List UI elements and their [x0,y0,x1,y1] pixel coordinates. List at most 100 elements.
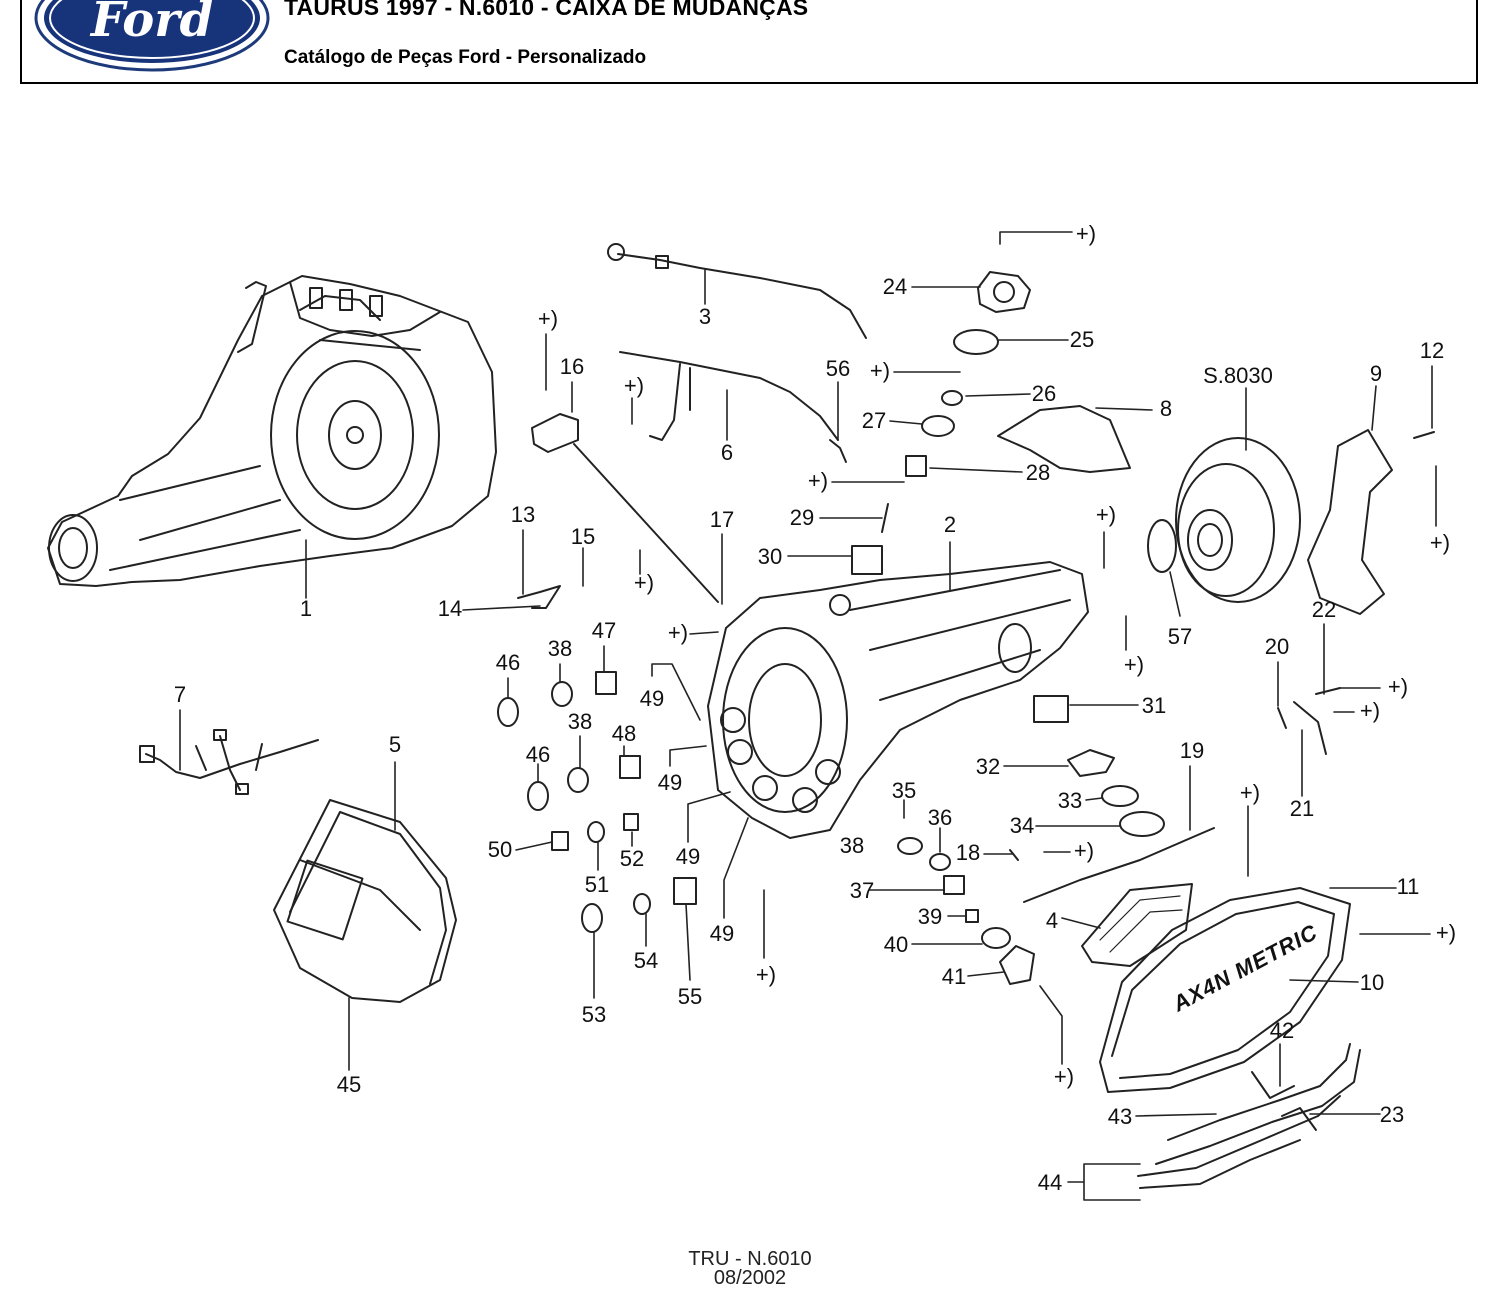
fastener-marker: +) [1074,838,1094,863]
callout-31: 31 [1142,693,1166,718]
part-29-pin [881,503,889,533]
callout-55: 55 [678,984,702,1009]
part-20-clip [1277,707,1287,729]
fastener-marker: +) [1240,780,1260,805]
part-21-lever [1293,701,1327,755]
callout-19: 19 [1180,738,1204,763]
part-24-cap [977,271,1031,313]
callout-10: 10 [1360,970,1384,995]
callout-11: 11 [1397,874,1420,899]
callout-30: 30 [758,544,782,569]
callout-48: 48 [612,721,636,746]
part-1-transmission-assembly [47,275,497,587]
callout-51: 51 [585,872,609,897]
part-51-ring [587,821,605,843]
part-9-shield [1307,429,1393,615]
part-47-spring [595,671,617,695]
leader-lines [179,269,1433,1201]
fastener-marker: +) [1096,502,1116,527]
part-18-fitting [1009,849,1019,861]
callout-14: 14 [438,596,462,621]
callout-24: 24 [883,274,907,299]
fastener-marker: +) [756,962,776,987]
part-46-seal-lower [527,781,549,811]
callout-22: 22 [1312,597,1336,622]
fastener-marker: +) [1430,530,1450,555]
callout-52: 52 [620,846,644,871]
callout-39: 39 [918,904,942,929]
dipstick-seal [655,255,669,269]
callout-56: 56 [826,356,850,381]
part-12-pin [1413,431,1435,439]
callout-49-b: 49 [658,770,682,795]
callout-16: 16 [560,354,584,379]
part-16-rod [573,443,719,603]
part-27-seal [921,415,955,437]
part-22-pin [1315,687,1341,695]
callout-12: 12 [1420,338,1444,363]
part-52-spring [623,813,639,831]
callout-17: 17 [710,507,734,532]
callout-43: 43 [1108,1104,1132,1129]
part-23-clip [1281,1107,1317,1131]
part-10-oil-pan: AX4N METRIC [1099,887,1351,1093]
ford-logo-text: Ford [89,0,213,48]
part-6-bracket [649,363,691,441]
oil-pan-embossed-text: AX4N METRIC [1168,919,1322,1017]
part-5-valve-body-cover [273,799,457,1003]
footer-date: 08/2002 [713,1267,787,1289]
callout-1: 1 [300,596,312,621]
part-57-seal [1147,519,1177,573]
callout-37: 37 [850,878,874,903]
part-38-ring-center [897,837,923,855]
fastener-marker: +) [634,570,654,595]
part-26-washer [941,390,963,406]
callout-49-a: 49 [640,686,664,711]
fastener-marker: +) [1054,1064,1074,1089]
part-2-transmission-case [707,561,1089,839]
header-frame [20,0,1478,84]
callout-32: 32 [976,754,1000,779]
callout-49-d: 49 [710,921,734,946]
fastener-marker: +) [1436,920,1456,945]
callout-2: 2 [944,512,956,537]
callout-s8030: S.8030 [1203,363,1273,388]
part-36-washer [929,853,951,871]
callout-25: 25 [1070,327,1094,352]
part-38-ring-lower [567,767,589,793]
part-7-wire-harness [139,729,319,795]
callout-21: 21 [1290,796,1314,821]
fastener-marker: +) [1360,698,1380,723]
callout-57: 57 [1168,624,1192,649]
part-41-piston [999,945,1035,985]
fastener-marker: +) [1388,674,1408,699]
callout-41: 41 [942,964,966,989]
callout-36: 36 [928,805,952,830]
part-55-spring [673,877,697,905]
part-37-spring [943,875,965,895]
callout-47: 47 [592,618,616,643]
callout-33: 33 [1058,788,1082,813]
callout-50: 50 [488,837,512,862]
callout-13: 13 [511,502,535,527]
callout-45: 45 [337,1072,361,1097]
callout-46-lower: 46 [526,742,550,767]
callout-9: 9 [1370,361,1382,386]
part-30-spring [851,545,883,575]
part-39-plug [965,909,979,923]
part-14-bracket [517,585,561,609]
callout-labels: 1 2 3 4 5 6 7 8 9 10 11 12 13 14 15 16 1… [174,274,1444,1195]
part-42-44-cooler-lines [1137,1043,1361,1189]
ford-logo: Ford [34,0,270,72]
fastener-marker: +) [538,306,558,331]
part-40-ring [981,927,1011,949]
callout-8: 8 [1160,396,1172,421]
fastener-lines [545,231,1437,1065]
part-56-fitting [829,439,847,463]
fastener-marker: +) [1124,652,1144,677]
part-50-plug [551,831,569,851]
fastener-marker: +) [624,373,644,398]
fastener-marker: +) [870,358,890,383]
callout-20: 20 [1265,634,1289,659]
